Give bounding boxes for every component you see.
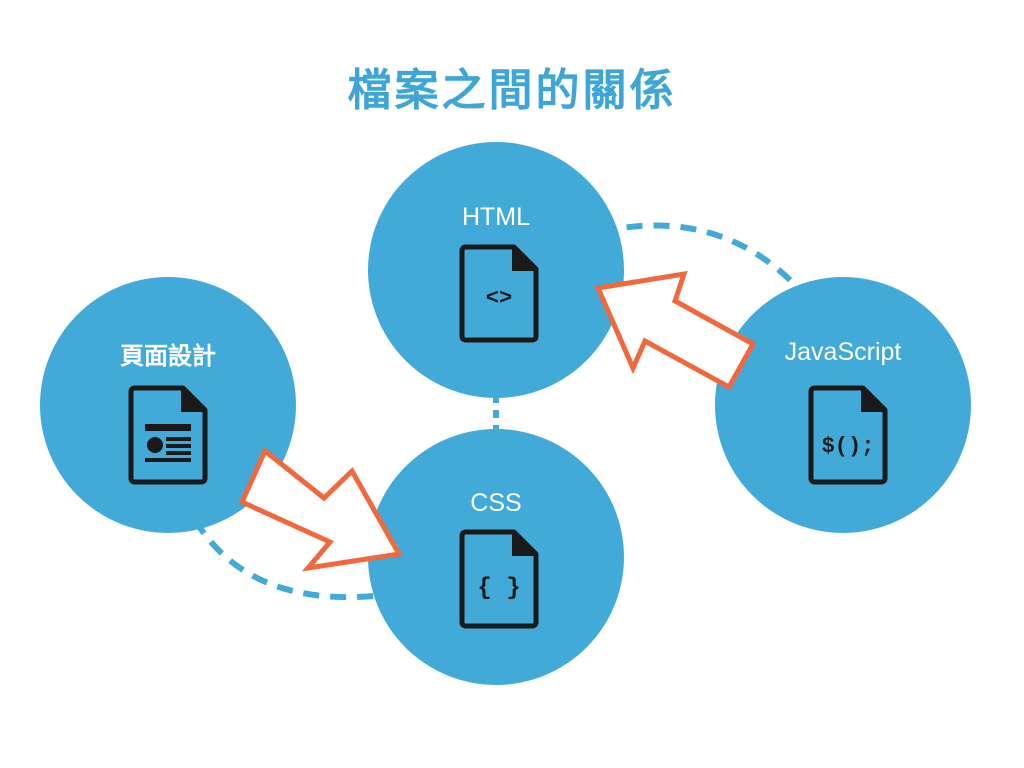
arrow-javascript-to-html	[594, 270, 757, 391]
html-node-label: HTML	[461, 203, 531, 231]
css-file-icon: { }	[459, 529, 539, 629]
javascript-glyph: $();	[822, 434, 875, 459]
css-node-label: CSS	[470, 489, 522, 517]
page-title: 檔案之間的關係	[347, 65, 677, 116]
page-layout-file-icon	[128, 385, 208, 485]
css-glyph: { }	[477, 575, 520, 602]
html-glyph: <>	[486, 286, 512, 311]
javascript-file-icon: $();	[808, 385, 888, 485]
arrow-design-to-css	[238, 447, 403, 572]
javascript-node-label: JavaScript	[784, 338, 902, 366]
html-file-icon: <>	[459, 244, 539, 343]
connector-html-javascript	[599, 222, 803, 293]
design-node-label: 頁面設計	[120, 342, 216, 370]
